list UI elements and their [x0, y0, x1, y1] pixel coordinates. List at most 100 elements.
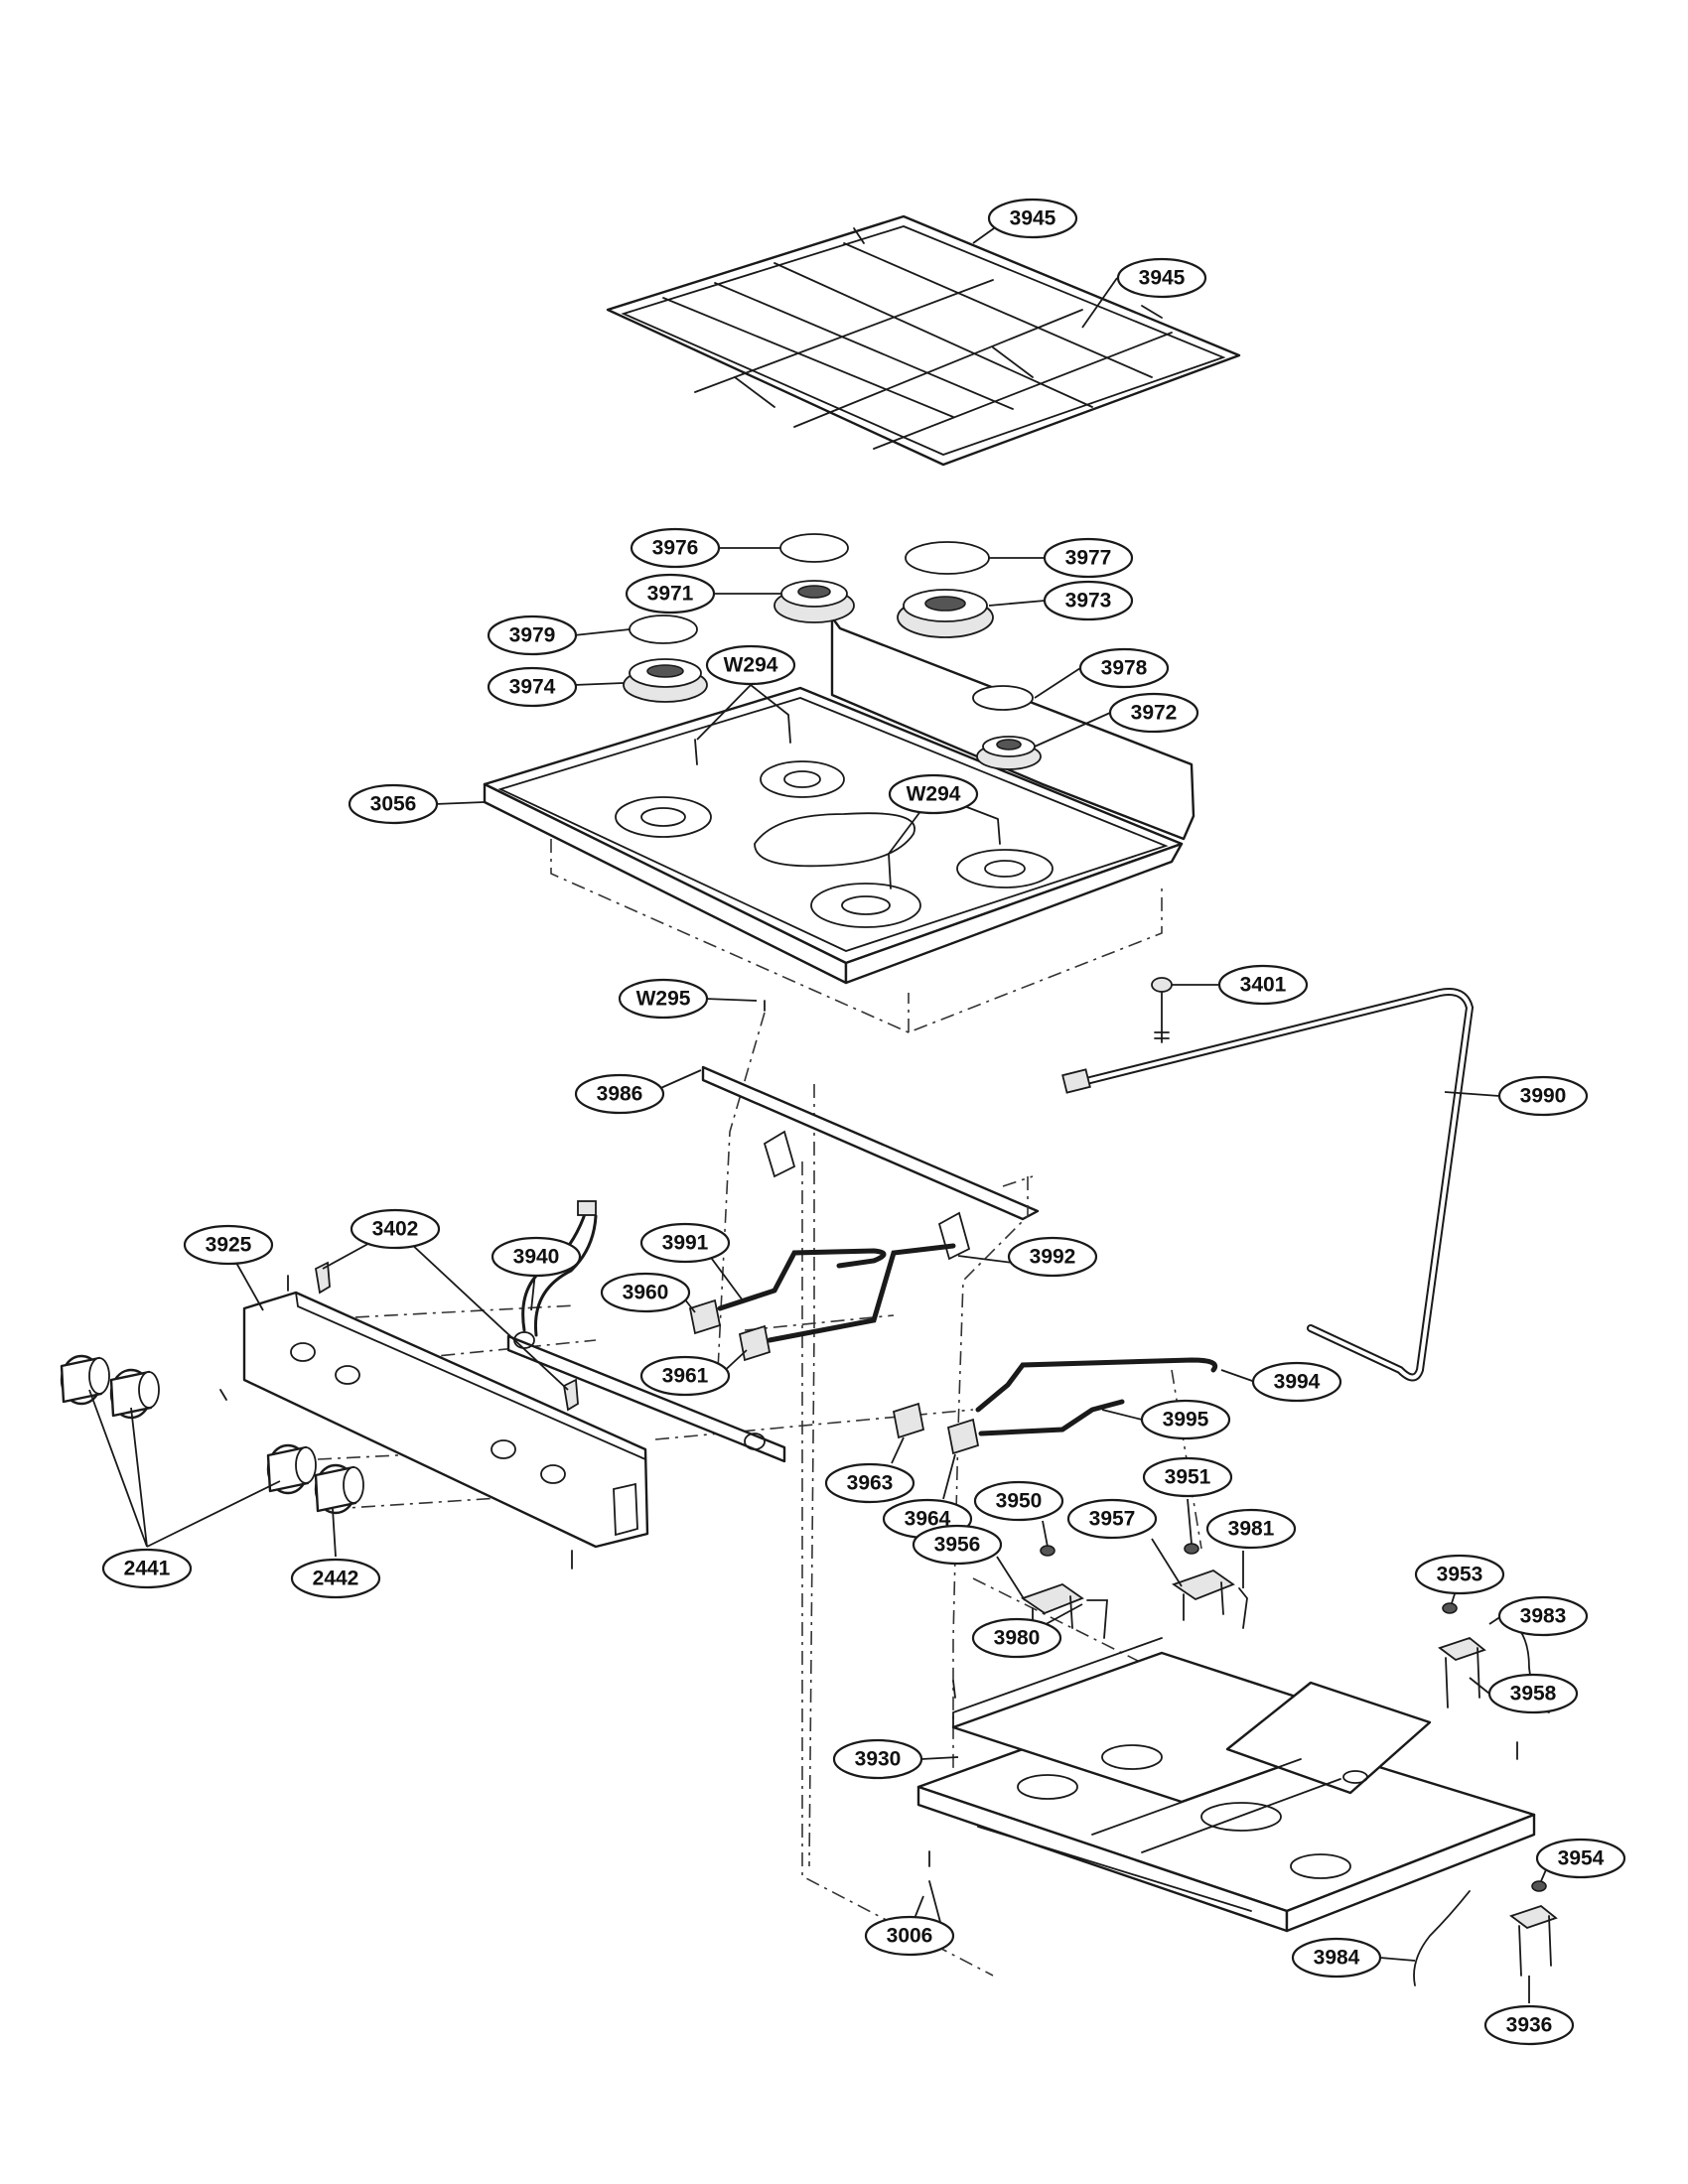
head-right-front — [976, 736, 1042, 770]
knob-2 — [109, 1368, 160, 1420]
callout-screw-rear: W294 — [705, 644, 796, 686]
callout-valve-a: 3960 — [600, 1272, 691, 1313]
callout-clip: 3402 — [350, 1208, 441, 1250]
callout-label: 3981 — [1228, 1518, 1275, 1541]
callout-burner-base-d: 3936 — [1483, 2004, 1575, 2046]
callout-label: 3991 — [662, 1232, 709, 1255]
cap-center-rear — [779, 533, 849, 563]
callout-valve-b: 3961 — [639, 1355, 731, 1397]
head-left — [623, 658, 708, 703]
callout-head-right-front: 3972 — [1108, 692, 1199, 734]
callout-head-center-rear: 3971 — [625, 573, 716, 614]
callout-label: 3954 — [1558, 1847, 1605, 1870]
knob-3 — [266, 1443, 317, 1495]
knob-1 — [60, 1354, 110, 1406]
callout-tube-b: 3992 — [1007, 1236, 1098, 1278]
callout-knob: 2441 — [101, 1548, 193, 1589]
callout-orifice-c: 3953 — [1414, 1554, 1505, 1595]
callout-cap-right-rear: 3977 — [1043, 537, 1134, 579]
callout-label: 3964 — [905, 1508, 951, 1531]
callout-label: 3925 — [206, 1234, 252, 1257]
callout-orifice-a: 3950 — [973, 1480, 1064, 1522]
callout-label: 3984 — [1314, 1947, 1360, 1970]
callout-burner-base-c: 3958 — [1487, 1673, 1579, 1714]
callout-head-right-rear: 3973 — [1043, 580, 1134, 621]
callout-label: 3401 — [1240, 974, 1287, 997]
callout-label: 3973 — [1065, 590, 1112, 613]
callout-label: 3971 — [647, 583, 694, 606]
callout-label: 3992 — [1030, 1246, 1076, 1269]
callout-label: 3983 — [1520, 1605, 1567, 1628]
cap-left — [629, 614, 698, 644]
callout-nut: 3401 — [1217, 964, 1309, 1006]
callout-label: W294 — [907, 783, 961, 806]
callout-label: 3945 — [1139, 267, 1186, 290]
callout-label: 3936 — [1506, 2014, 1553, 2037]
callout-burner-base-b: 3957 — [1066, 1498, 1158, 1540]
callout-label: 3978 — [1101, 657, 1148, 680]
gas-tube-3990 — [1061, 988, 1475, 1382]
callout-label: 3402 — [372, 1218, 419, 1241]
callout-valve-c: 3963 — [824, 1462, 915, 1504]
callout-cap-left: 3979 — [487, 614, 578, 656]
callout-label: 3977 — [1065, 547, 1112, 570]
callout-label: 3056 — [370, 793, 417, 816]
callout-label: 3940 — [513, 1246, 560, 1269]
callout-label: 2442 — [313, 1568, 359, 1590]
callout-gas-tube: 3990 — [1497, 1075, 1589, 1117]
callout-knob-center: 2442 — [290, 1558, 381, 1599]
burner-heads — [623, 580, 1042, 770]
callout-tube-a: 3991 — [639, 1222, 731, 1264]
callout-igniter-d: 3984 — [1291, 1937, 1382, 1979]
callout-label: 3990 — [1520, 1085, 1567, 1108]
callout-label: 3986 — [597, 1083, 643, 1106]
callout-label: 3951 — [1165, 1466, 1211, 1489]
fasteners-top — [716, 977, 1173, 1867]
knobs — [60, 1354, 364, 1515]
callout-cap-right-front: 3978 — [1078, 647, 1170, 689]
clips-3402 — [315, 1261, 579, 1412]
cap-right-rear — [905, 541, 990, 575]
callout-burner-base-a: 3956 — [912, 1524, 1003, 1566]
callout-orifice-b: 3951 — [1142, 1456, 1233, 1498]
callout-bracket: 3986 — [574, 1073, 665, 1115]
misc-screws — [928, 1680, 1518, 1927]
knob-4 — [314, 1463, 364, 1515]
callout-label: 3995 — [1163, 1409, 1209, 1432]
callout-screw-front: W294 — [888, 773, 979, 815]
burner-box-3930 — [916, 1637, 1536, 1933]
callout-cap-center-rear: 3976 — [630, 527, 721, 569]
callout-label: 3994 — [1274, 1371, 1321, 1394]
callout-label: 3980 — [994, 1627, 1041, 1650]
callout-label: 3956 — [934, 1534, 981, 1557]
cooktop-assembly — [483, 615, 1196, 1033]
callout-label: W295 — [636, 988, 691, 1011]
head-right-rear — [897, 589, 994, 638]
grate-assembly — [606, 214, 1241, 467]
callout-label: 3957 — [1089, 1508, 1136, 1531]
valves — [688, 1298, 980, 1455]
callouts: 3945 3945 3976 3977 3971 3973 3979 3974 … — [101, 198, 1626, 2046]
callout-igniter-c: 3983 — [1497, 1595, 1589, 1637]
bracket-3986 — [701, 1065, 1040, 1261]
callout-label: 3006 — [887, 1925, 933, 1948]
callout-screw-box: 3006 — [864, 1915, 955, 1957]
callout-tube-d: 3995 — [1140, 1399, 1231, 1440]
burner-tubes — [717, 1243, 1218, 1436]
callout-label: 3974 — [509, 676, 556, 699]
callout-label: 3960 — [623, 1282, 669, 1304]
callout-label: W294 — [724, 654, 778, 677]
manifold-panel-3925 — [219, 1275, 649, 1570]
callout-cooktop: 3056 — [348, 783, 439, 825]
callout-label: 3963 — [847, 1472, 894, 1495]
callout-label: 3950 — [996, 1490, 1043, 1513]
head-center-rear — [774, 580, 855, 623]
callout-label: 3953 — [1437, 1564, 1483, 1586]
callout-burner-box: 3930 — [832, 1738, 923, 1780]
callout-screw-manifold: W295 — [618, 978, 709, 1020]
callout-label: 3958 — [1510, 1683, 1557, 1706]
callout-grate-right: 3945 — [1116, 257, 1207, 299]
callout-tube-c: 3994 — [1251, 1361, 1342, 1403]
nut-part — [1151, 977, 1173, 993]
